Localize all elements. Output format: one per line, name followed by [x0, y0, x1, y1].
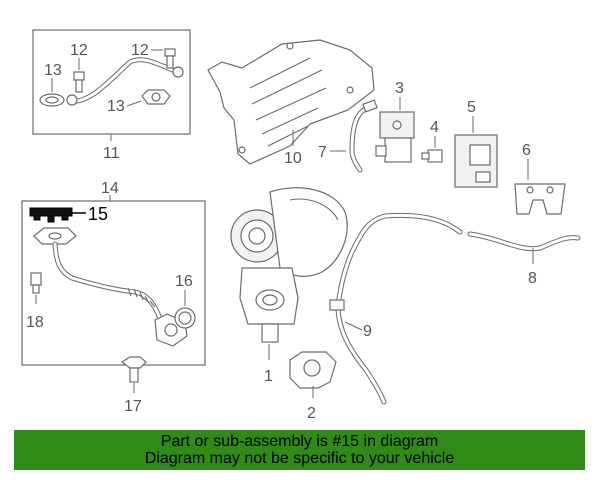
parts-diagram: 12 12 13 13 11 10 7 3 4: [21, 29, 581, 420]
callout-3[interactable]: 3: [395, 80, 404, 97]
turbocharger-1[interactable]: [230, 187, 348, 343]
hose-9[interactable]: [329, 212, 463, 405]
notice-banner: Part or sub-assembly is #15 in diagram D…: [14, 430, 585, 470]
highlighted-part-15[interactable]: [29, 207, 73, 223]
callout-4[interactable]: 4: [430, 119, 439, 136]
bolt-18[interactable]: [30, 272, 42, 294]
callout-5[interactable]: 5: [467, 99, 476, 116]
callout-12-right[interactable]: 12: [131, 42, 149, 59]
callout-11[interactable]: 11: [103, 145, 120, 162]
oil-feed-pipe[interactable]: [66, 57, 184, 106]
hose-8[interactable]: [467, 231, 581, 252]
callout-7[interactable]: 7: [318, 144, 327, 161]
callout-16[interactable]: 16: [175, 273, 193, 290]
callout-1[interactable]: 1: [264, 368, 273, 385]
gasket-13-left[interactable]: [39, 93, 65, 107]
callout-15[interactable]: 15: [88, 204, 108, 224]
callout-6[interactable]: 6: [522, 142, 531, 159]
bolt-12-right[interactable]: [164, 48, 176, 69]
bracket-6[interactable]: [514, 183, 566, 215]
oil-return-pipe[interactable]: [33, 227, 188, 347]
callout-18[interactable]: 18: [26, 314, 44, 331]
gasket-2[interactable]: [289, 351, 337, 389]
heat-shield-10[interactable]: [207, 39, 375, 165]
gasket-16[interactable]: [174, 307, 196, 329]
callout-10[interactable]: 10: [284, 150, 302, 167]
bolt-17[interactable]: [120, 356, 147, 383]
leader-13-right: [126, 100, 142, 107]
gasket-13-right[interactable]: [141, 89, 171, 105]
solenoid-valve-3[interactable]: [375, 111, 415, 163]
callout-13-left[interactable]: 13: [44, 62, 62, 79]
banner-line-1: Part or sub-assembly is #15 in diagram: [160, 433, 439, 450]
callout-17[interactable]: 17: [124, 398, 142, 415]
callout-12-left[interactable]: 12: [70, 42, 88, 59]
callout-13-right[interactable]: 13: [107, 98, 125, 115]
leader-9: [344, 321, 363, 331]
callout-8[interactable]: 8: [528, 270, 537, 287]
control-module-5[interactable]: [454, 134, 498, 188]
callout-9[interactable]: 9: [363, 323, 372, 340]
bolt-12-left[interactable]: [73, 71, 85, 93]
banner-line-2: Diagram may not be specific to your vehi…: [144, 450, 455, 467]
vacuum-hose-7[interactable]: [349, 99, 378, 173]
sensor-4[interactable]: [421, 149, 443, 163]
callout-2[interactable]: 2: [307, 405, 316, 420]
callout-14[interactable]: 14: [101, 180, 119, 197]
group-box-14: [21, 200, 206, 366]
